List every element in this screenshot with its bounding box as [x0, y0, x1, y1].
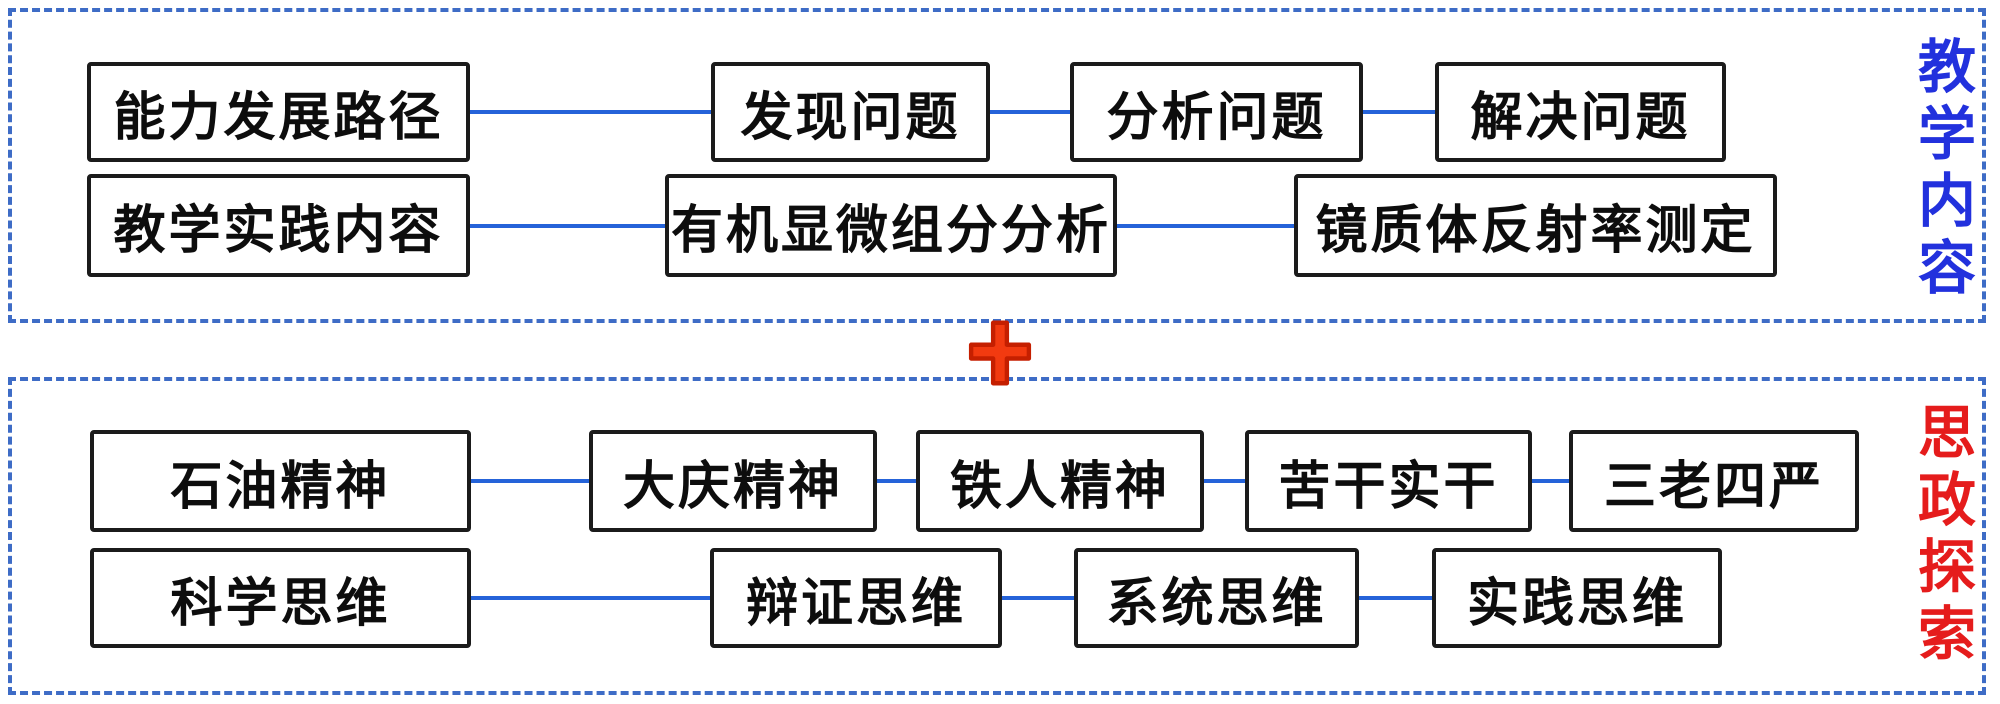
- connector-line: [471, 596, 710, 600]
- connector-line: [471, 479, 589, 483]
- section-label-teaching-content: 教学内容: [1909, 36, 1974, 304]
- connector-line: [877, 479, 916, 483]
- connector-line: [1204, 479, 1245, 483]
- connector-line: [1532, 479, 1569, 483]
- connector-line: [1359, 596, 1432, 600]
- plus-icon: [967, 318, 1033, 388]
- box-iron-man-spirit: 铁人精神: [916, 430, 1204, 532]
- connector-line: [470, 224, 665, 228]
- box-ability-development-path: 能力发展路径: [87, 62, 470, 162]
- section-label-ideological-exploration: 思政探索: [1909, 402, 1974, 670]
- box-discover-problems: 发现问题: [711, 62, 990, 162]
- box-systems-thinking: 系统思维: [1074, 548, 1359, 648]
- connector-line: [1363, 110, 1435, 114]
- connector-line: [1117, 224, 1294, 228]
- box-hard-work: 苦干实干: [1245, 430, 1532, 532]
- box-daqing-spirit: 大庆精神: [589, 430, 877, 532]
- box-petroleum-spirit: 石油精神: [90, 430, 471, 532]
- connector-line: [990, 110, 1070, 114]
- connector-line: [470, 110, 711, 114]
- connector-line: [1002, 596, 1074, 600]
- box-vitrinite-reflectance-measurement: 镜质体反射率测定: [1294, 174, 1777, 277]
- box-teaching-practice-content: 教学实践内容: [87, 174, 470, 277]
- box-dialectical-thinking: 辩证思维: [710, 548, 1002, 648]
- box-organic-maceral-analysis: 有机显微组分分析: [665, 174, 1117, 277]
- box-practical-thinking: 实践思维: [1432, 548, 1722, 648]
- box-analyze-problems: 分析问题: [1070, 62, 1363, 162]
- box-scientific-thinking: 科学思维: [90, 548, 471, 648]
- box-solve-problems: 解决问题: [1435, 62, 1726, 162]
- box-three-olds-four-stricts: 三老四严: [1569, 430, 1859, 532]
